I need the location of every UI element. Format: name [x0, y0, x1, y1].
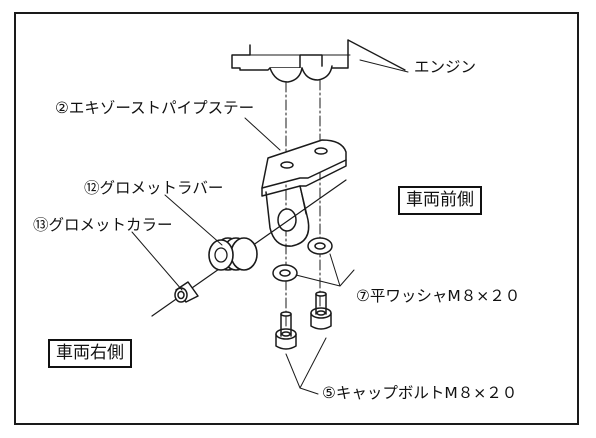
cap-bolt-label: ⑤キャップボルトM８×２０ — [322, 384, 518, 402]
grommet-collar-label: ⑬グロメットカラー — [33, 216, 173, 234]
exhaust-stay-shape — [261, 139, 347, 247]
flat-washer-leader — [295, 253, 355, 287]
grommet-collar-shape — [174, 281, 199, 303]
cap-bolt-shapes — [275, 291, 332, 350]
vehicle-front-side-label: 車両前側 — [398, 186, 482, 215]
vehicle-right-side-label: 車両右側 — [48, 339, 132, 368]
flat-washer-label: ⑦平ワッシャM８×２０ — [356, 287, 521, 305]
cap-bolt-leader — [285, 337, 327, 395]
grommet-rubber-label: ⑫グロメットラバー — [84, 179, 224, 197]
grommet-rubber-shape — [208, 237, 258, 271]
engine-label: エンジン — [414, 58, 477, 76]
grommet-rubber-leader — [164, 194, 223, 246]
flat-washer-shapes — [272, 237, 333, 282]
exhaust-stay-leader — [244, 117, 281, 151]
engine-leader — [359, 59, 409, 73]
grommet-collar-leader — [131, 231, 183, 291]
engine-shape — [231, 39, 406, 83]
exhaust-stay-label: ②エキゾーストパイプステー — [55, 99, 255, 117]
